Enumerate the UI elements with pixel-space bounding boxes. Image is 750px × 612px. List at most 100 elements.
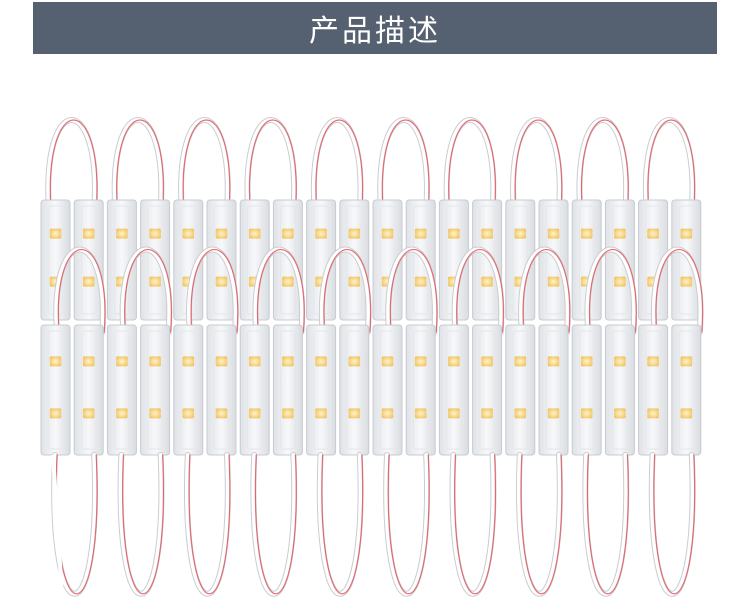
led-chip xyxy=(348,408,361,419)
wire-red xyxy=(190,249,239,333)
led-module xyxy=(472,199,503,321)
wire-red xyxy=(254,454,297,595)
led-module xyxy=(339,324,370,456)
wire-red xyxy=(456,249,504,333)
product-photo xyxy=(40,117,711,612)
module-lens xyxy=(612,330,628,450)
led-chip xyxy=(348,276,361,287)
led-chip xyxy=(49,356,62,367)
module-lens xyxy=(280,330,296,450)
wire-red xyxy=(315,119,364,211)
led-chip xyxy=(680,276,693,287)
led-chip xyxy=(481,228,493,239)
led-module xyxy=(306,324,337,456)
led-chip xyxy=(149,408,161,419)
led-chip xyxy=(215,356,228,367)
wire-red xyxy=(586,454,629,595)
section-title: 产品描述 xyxy=(309,14,441,49)
led-chip xyxy=(182,408,195,419)
module-lens xyxy=(147,330,163,450)
wire-red xyxy=(49,119,98,211)
led-chip xyxy=(116,408,128,419)
module-lens xyxy=(180,330,197,450)
module-lens xyxy=(379,330,396,450)
module-lens xyxy=(578,330,595,450)
led-chip xyxy=(82,228,95,239)
led-chip xyxy=(547,408,560,419)
led-chip xyxy=(315,356,327,367)
wire-red xyxy=(448,119,496,211)
led-module xyxy=(405,324,436,456)
led-chip xyxy=(282,408,294,419)
led-chip xyxy=(215,408,228,419)
led-module xyxy=(106,324,137,456)
led-chip xyxy=(680,408,693,419)
wire-red xyxy=(116,119,164,211)
led-chip xyxy=(248,408,261,419)
wire-red xyxy=(520,454,563,595)
led-chip xyxy=(448,408,460,419)
led-chip xyxy=(481,276,493,287)
led-chip xyxy=(381,356,394,367)
module-lens xyxy=(446,330,462,450)
led-chip xyxy=(215,228,228,239)
wire-red xyxy=(122,454,164,595)
led-chip xyxy=(248,228,261,239)
led-chip xyxy=(182,228,195,239)
module-lens xyxy=(412,330,429,450)
wire-red xyxy=(655,249,704,333)
module-lens xyxy=(313,330,329,450)
led-chip xyxy=(514,228,527,239)
led-module xyxy=(372,324,403,456)
led-chip xyxy=(116,356,128,367)
led-chip xyxy=(348,228,361,239)
section-header: 产品描述 xyxy=(33,2,717,54)
module-lens xyxy=(114,330,130,450)
led-chip xyxy=(49,408,62,419)
led-chip xyxy=(614,408,626,419)
led-chip xyxy=(614,356,626,367)
wire-red xyxy=(647,119,696,211)
wire-red xyxy=(653,454,696,595)
led-chip xyxy=(680,356,693,367)
led-chip xyxy=(448,228,460,239)
led-module xyxy=(671,324,702,456)
led-chip xyxy=(647,228,659,239)
led-chip xyxy=(547,356,560,367)
led-chip xyxy=(248,356,261,367)
led-chip xyxy=(614,276,626,287)
wire-red xyxy=(57,249,106,333)
led-chip xyxy=(414,228,427,239)
wire-red xyxy=(522,249,571,333)
led-module xyxy=(571,324,602,456)
led-chip xyxy=(448,356,460,367)
module-lens xyxy=(213,330,230,450)
led-chip xyxy=(182,356,195,367)
led-chip xyxy=(614,228,626,239)
led-module xyxy=(604,199,635,321)
led-module xyxy=(206,324,237,456)
led-chip xyxy=(149,228,161,239)
led-chip xyxy=(381,228,394,239)
led-module xyxy=(73,199,104,321)
led-chip xyxy=(315,408,327,419)
wire-red xyxy=(588,249,637,333)
led-chip xyxy=(414,276,427,287)
wire-red xyxy=(248,119,297,211)
wire-red xyxy=(182,119,231,211)
module-lens xyxy=(645,330,661,450)
led-module xyxy=(538,199,569,321)
led-chip xyxy=(547,276,560,287)
led-chip xyxy=(547,228,560,239)
led-chip xyxy=(82,356,95,367)
led-chip xyxy=(282,276,294,287)
wire-red xyxy=(514,119,563,211)
led-module xyxy=(272,324,303,456)
module-lens xyxy=(479,330,495,450)
led-chip xyxy=(215,276,228,287)
led-module xyxy=(140,324,171,456)
led-module xyxy=(239,324,270,456)
led-module xyxy=(438,324,469,456)
wire-red xyxy=(323,249,372,333)
led-chip xyxy=(348,356,361,367)
